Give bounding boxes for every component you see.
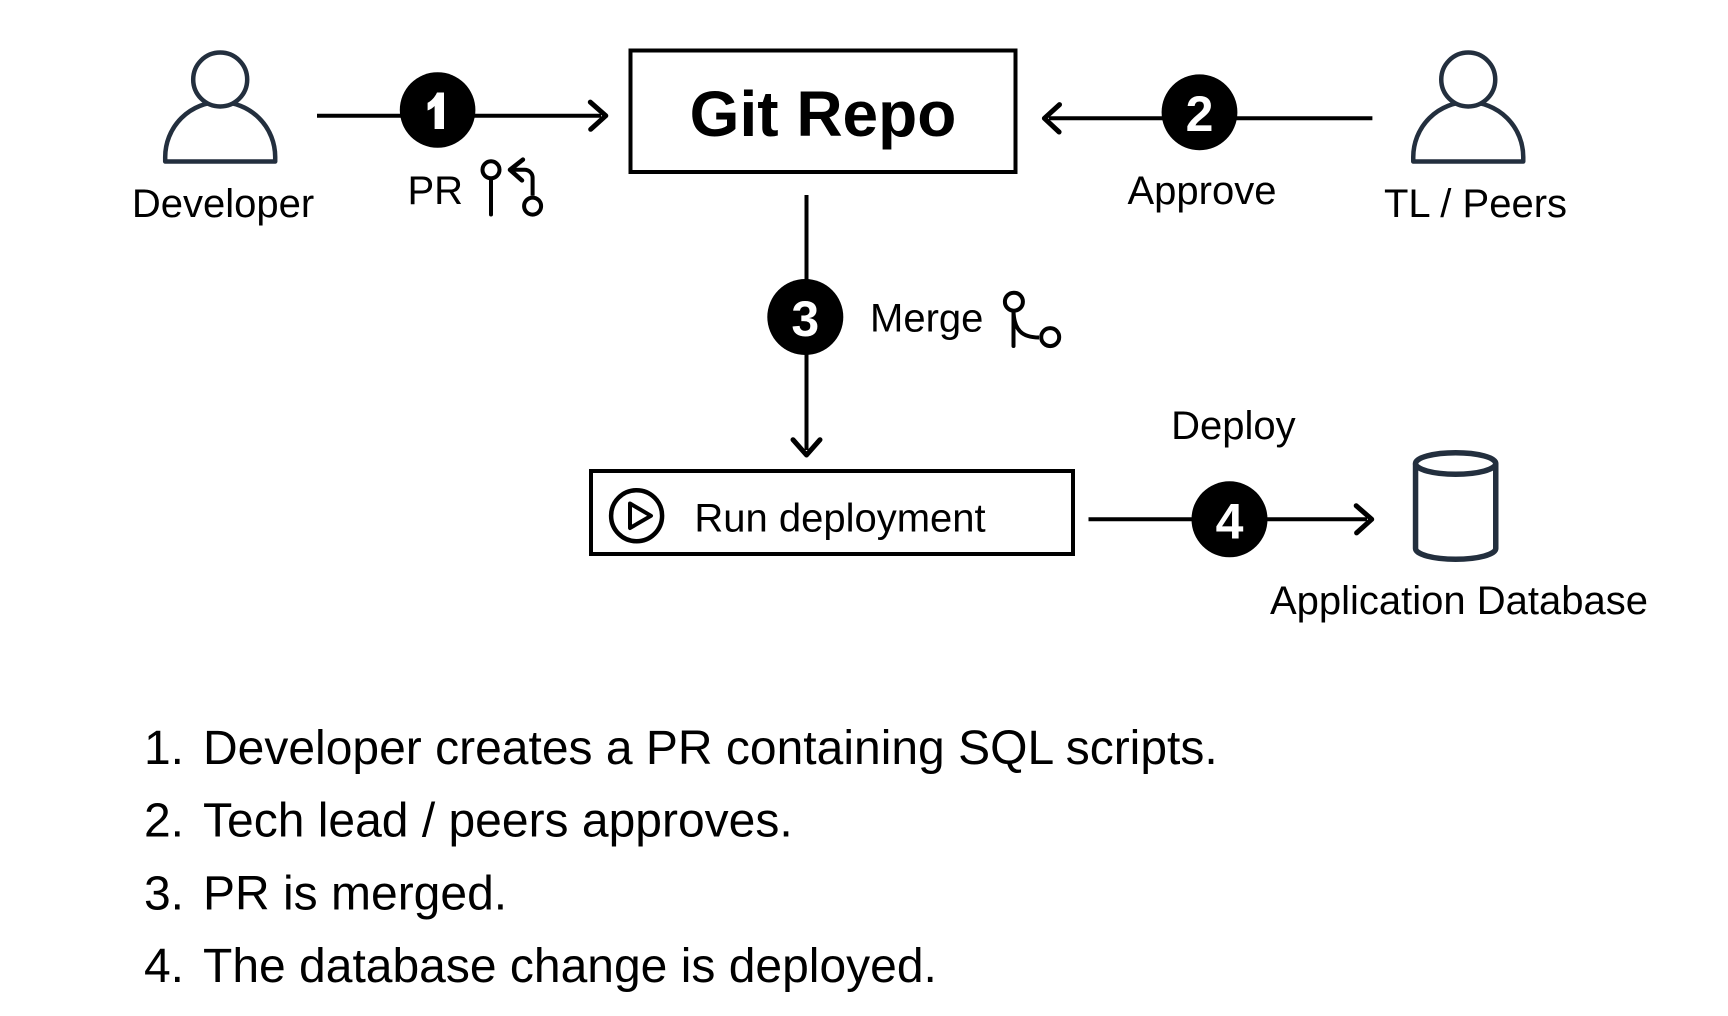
svg-text:3.: 3. xyxy=(144,867,184,920)
svg-text:4: 4 xyxy=(1216,493,1244,549)
svg-text:TL / Peers: TL / Peers xyxy=(1384,182,1567,226)
svg-text:PR is merged.: PR is merged. xyxy=(203,867,507,920)
svg-text:The database change is deploye: The database change is deployed. xyxy=(203,940,937,993)
svg-text:Deploy: Deploy xyxy=(1171,404,1296,448)
svg-text:PR: PR xyxy=(408,169,464,213)
svg-text:2.: 2. xyxy=(144,795,184,848)
svg-text:4.: 4. xyxy=(144,940,184,993)
svg-text:3: 3 xyxy=(791,291,819,347)
svg-text:2: 2 xyxy=(1186,86,1214,142)
svg-text:Run deployment: Run deployment xyxy=(694,497,985,541)
svg-text:Approve: Approve xyxy=(1128,169,1277,213)
svg-text:Git Repo: Git Repo xyxy=(690,78,957,150)
svg-text:Developer creates a PR contain: Developer creates a PR containing SQL sc… xyxy=(203,722,1218,775)
svg-text:Merge: Merge xyxy=(870,297,983,341)
svg-text:Tech lead / peers approves.: Tech lead / peers approves. xyxy=(203,795,793,848)
svg-text:1.: 1. xyxy=(144,722,184,775)
svg-text:Developer: Developer xyxy=(132,182,314,226)
svg-text:Application Database: Application Database xyxy=(1270,579,1648,623)
